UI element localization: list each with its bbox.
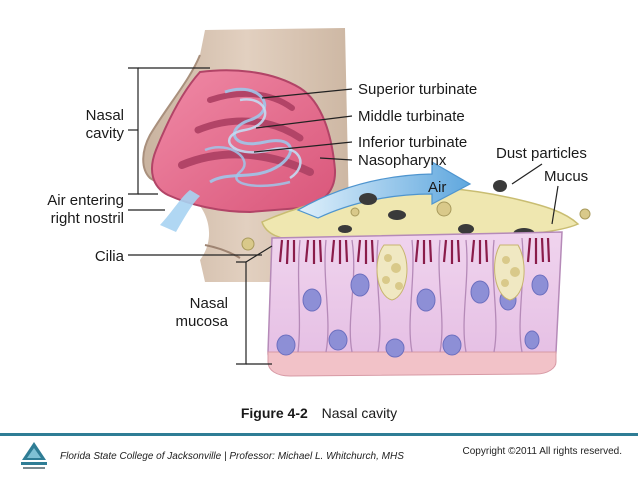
label-nasal-cavity-line1: Nasal <box>86 107 124 124</box>
label-inferior-turbinate: Inferior turbinate <box>358 134 467 151</box>
label-nasal-mucosa-line1: Nasal <box>190 295 228 312</box>
footer-institution: Florida State College of Jacksonville <box>60 451 222 462</box>
cilia-row <box>278 237 551 265</box>
leader-lines <box>128 67 559 365</box>
footer-credit: Florida State College of Jacksonville | … <box>60 451 404 462</box>
label-nasopharynx: Nasopharynx <box>358 152 447 169</box>
footer-divider <box>0 433 638 436</box>
label-air-entering-line1: Air entering <box>47 192 124 209</box>
goblet-cells <box>376 244 525 301</box>
college-logo <box>21 442 47 469</box>
air-arrow <box>296 160 472 219</box>
label-dust-particles: Dust particles <box>496 145 587 162</box>
label-nasal-cavity-line2: cavity <box>86 125 125 142</box>
footer-professor: Professor: Michael L. Whitchurch, MHS <box>229 451 404 462</box>
label-nasal-mucosa-line2: mucosa <box>175 313 228 330</box>
figure-number: Figure 4-2 <box>240 405 308 421</box>
footer-copyright: Copyright ©2011 All rights reserved. <box>462 446 622 457</box>
diagram-labels: Nasal cavity Air entering right nostril … <box>47 81 588 330</box>
label-air: Air <box>428 179 446 196</box>
label-cilia: Cilia <box>95 248 125 265</box>
footer-separator: | <box>223 451 227 462</box>
nostril-airflow <box>160 190 200 232</box>
label-air-entering-line2: right nostril <box>51 210 124 227</box>
figure-caption: Figure 4-2 Nasal cavity <box>0 405 638 421</box>
figure-title: Nasal cavity <box>321 405 398 421</box>
nasal-mucosa-block <box>267 231 563 377</box>
label-superior-turbinate: Superior turbinate <box>358 81 477 98</box>
label-mucus: Mucus <box>544 168 588 185</box>
label-middle-turbinate: Middle turbinate <box>358 108 465 125</box>
